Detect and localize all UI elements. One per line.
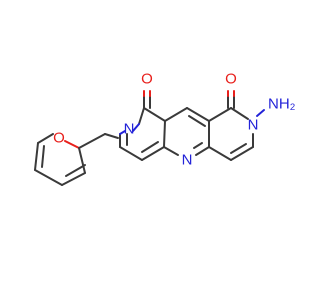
furan-ring xyxy=(34,133,86,186)
atom-n-ring: N xyxy=(182,152,193,169)
molecule-structure: O O N N NH₂ N O xyxy=(34,71,296,186)
atom-n-left: N xyxy=(124,121,135,138)
carbonyl-left xyxy=(143,90,151,109)
amino-bond xyxy=(256,109,265,117)
right-ring xyxy=(208,107,254,161)
atom-o-furan: O xyxy=(53,130,65,147)
atom-o-left: O xyxy=(141,71,153,88)
left-ring xyxy=(119,107,166,161)
atom-o-right: O xyxy=(225,71,237,88)
central-ring xyxy=(163,107,210,156)
carbonyl-right xyxy=(227,90,235,109)
atom-n-amine: N xyxy=(248,117,259,134)
atom-nh2: NH₂ xyxy=(268,96,296,113)
methylene-linker xyxy=(78,133,119,149)
